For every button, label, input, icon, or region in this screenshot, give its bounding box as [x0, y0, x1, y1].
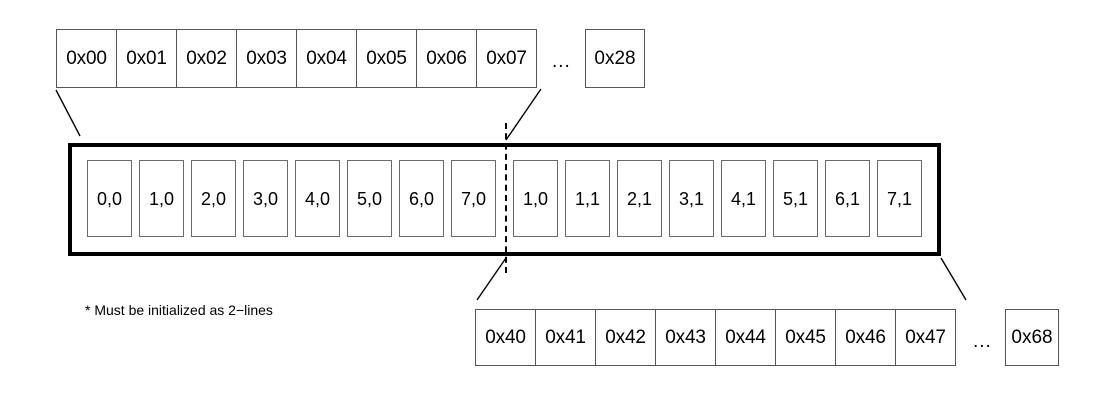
cache-slot: 4,0 [295, 160, 340, 237]
address-cell: 0x06 [416, 29, 477, 88]
address-cell: 0x07 [476, 29, 537, 88]
address-cell: 0x46 [835, 309, 896, 366]
cache-slot: 2,0 [191, 160, 236, 237]
line-split-marker [505, 123, 507, 273]
connector-bottom-right [940, 257, 967, 301]
connector-top-left [55, 89, 81, 137]
address-cell: 0x03 [236, 29, 297, 88]
cache-slot: 1,1 [565, 160, 610, 237]
address-cell: 0x43 [655, 309, 716, 366]
cache-slot: 4,1 [721, 160, 766, 237]
cache-slot: 5,0 [347, 160, 392, 237]
cache-slot: 3,0 [243, 160, 288, 237]
cache-slot: 7,0 [451, 160, 496, 237]
address-cell: 0x42 [595, 309, 656, 366]
connector-bottom-left [476, 257, 507, 301]
footnote-text: * Must be initialized as 2−lines [85, 302, 273, 318]
cache-slot: 5,1 [773, 160, 818, 237]
cache-slot: 2,1 [617, 160, 662, 237]
connector-top-right [505, 88, 542, 141]
top-row-ellipsis: ... [552, 51, 571, 72]
address-cell: 0x40 [475, 309, 536, 366]
cache-line-buffer: 0,0 1,0 2,0 3,0 4,0 5,0 6,0 7,0 1,0 1,1 … [68, 143, 941, 256]
address-cell: 0x05 [356, 29, 417, 88]
cache-slot: 1,0 [513, 160, 558, 237]
bottom-row-ellipsis: ... [973, 331, 992, 352]
top-row-tail-cell: 0x28 [585, 29, 645, 88]
cache-slot: 7,1 [877, 160, 922, 237]
address-cell: 0x45 [775, 309, 836, 366]
address-cell: 0x02 [176, 29, 237, 88]
bottom-row-tail-cell: 0x68 [1005, 309, 1059, 366]
address-cell: 0x47 [895, 309, 956, 366]
address-cell: 0x41 [535, 309, 596, 366]
address-cell: 0x44 [715, 309, 776, 366]
cache-slot: 1,0 [139, 160, 184, 237]
address-cell: 0x01 [116, 29, 177, 88]
cache-slot: 3,1 [669, 160, 714, 237]
top-address-row: 0x00 0x01 0x02 0x03 0x04 0x05 0x06 0x07 [56, 29, 537, 88]
cache-slot: 6,0 [399, 160, 444, 237]
address-cell: 0x04 [296, 29, 357, 88]
address-cell: 0x00 [56, 29, 117, 88]
cache-slot: 0,0 [87, 160, 132, 237]
bottom-address-row: 0x40 0x41 0x42 0x43 0x44 0x45 0x46 0x47 [475, 309, 956, 366]
cache-slot: 6,1 [825, 160, 870, 237]
